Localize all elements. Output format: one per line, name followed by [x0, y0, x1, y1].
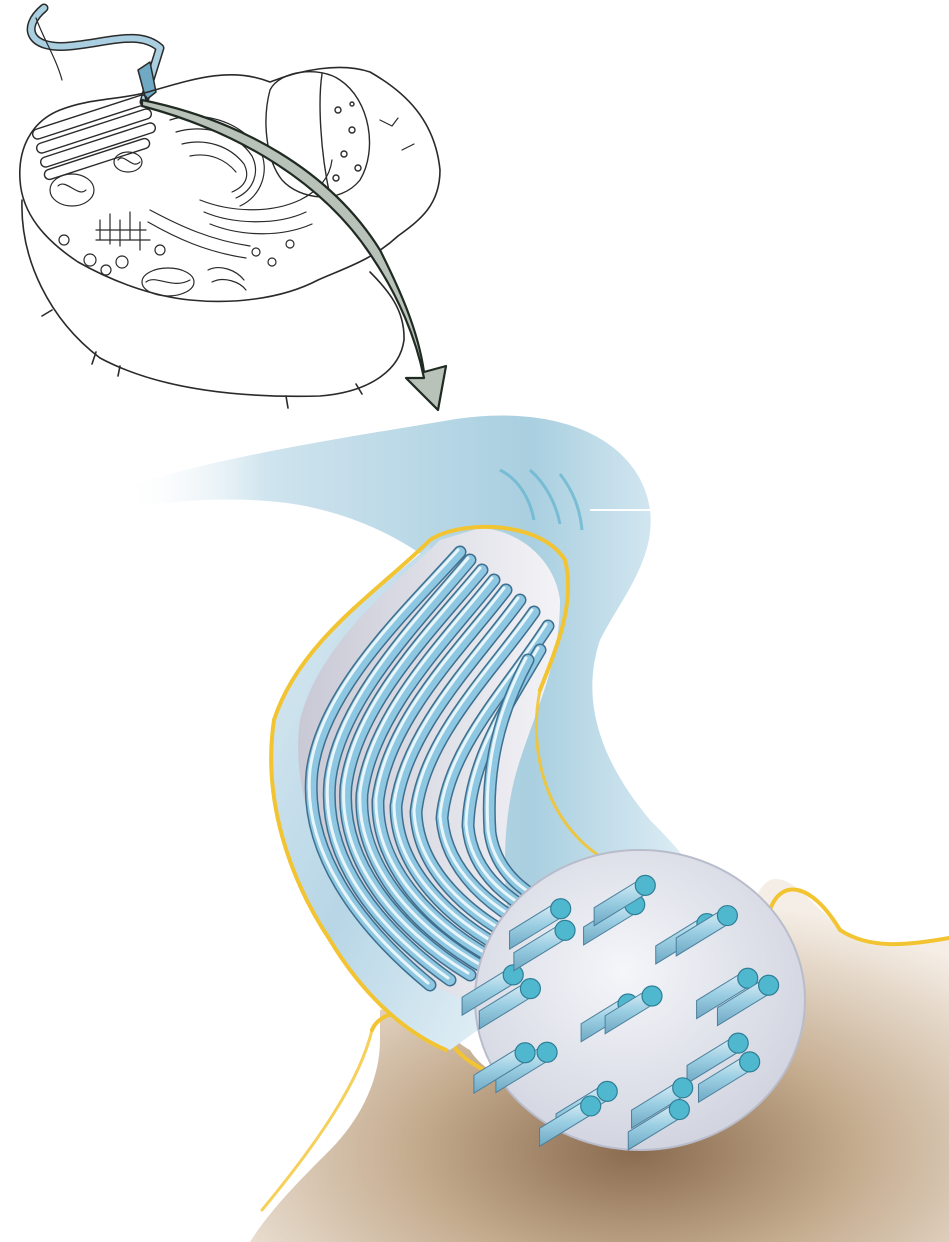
cell-sketch: [20, 8, 440, 408]
organelles: [50, 118, 414, 296]
mitochondria-stack: [31, 94, 156, 181]
cell-flagellum: [31, 8, 160, 102]
nucleus-sketch: [266, 72, 370, 197]
zoom-arrow: [142, 100, 446, 410]
cell-membrane-lower: [22, 200, 404, 396]
